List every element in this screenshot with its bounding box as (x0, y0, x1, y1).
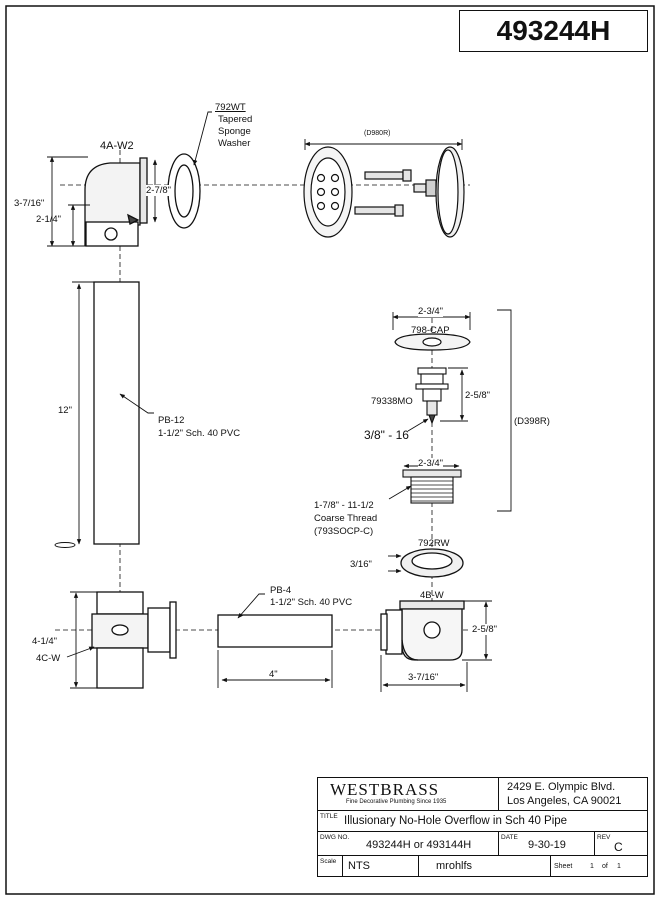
brand-tagline: Fine Decorative Plumbing Since 1935 (346, 799, 447, 805)
washer-desc-3: Washer (218, 138, 251, 149)
dwg-no-value: 493244H or 493144H (366, 839, 472, 851)
cap-code: 798-CAP (411, 325, 450, 336)
rubber-washer-code: 792RW (418, 538, 450, 549)
mo-79338 (415, 367, 449, 425)
shoe-dim-w: 3-7/16" (408, 672, 439, 683)
short-pipe-desc: 1-1/2" Sch. 40 PVC (270, 597, 353, 608)
date-value: 9-30-19 (528, 839, 566, 851)
drawn-by: mrohlfs (436, 860, 473, 872)
sheet-label: Sheet (554, 863, 573, 870)
pipe-desc: 1-1/2" Sch. 40 PVC (158, 428, 241, 439)
sheet-total: 1 (617, 863, 621, 870)
scale-label: Scale (320, 858, 337, 865)
pipe-pb-12 (54, 281, 140, 548)
washer-code: 792WT (215, 102, 246, 113)
mo-dim: 2-5/8" (465, 390, 491, 401)
drawing-number: 493244H (459, 10, 648, 52)
shoe-dim-h: 2-5/8" (472, 624, 498, 635)
address-line-1: 2429 E. Olympic Blvd. (507, 781, 616, 793)
rev-value: C (614, 840, 623, 854)
rubber-washer (400, 548, 464, 578)
pipe-dim: 12" (58, 405, 72, 416)
coupling-thread-1: 1-7/8" - 11-1/2 (314, 500, 374, 511)
drawing-title: Illusionary No-Hole Overflow in Sch 40 P… (344, 815, 568, 827)
of-label: of (602, 863, 608, 870)
elbow-dim-total: 3-7/16" (14, 198, 45, 209)
tee-code: 4C-W (36, 653, 61, 664)
date-label: DATE (501, 834, 518, 841)
mo-code: 79338MO (371, 396, 413, 407)
washer-dim: 2-7/8" (146, 185, 172, 196)
coupling-thread-2: Coarse Thread (314, 513, 378, 524)
tee-4c-w (91, 591, 177, 689)
address-line-2: Los Angeles, CA 90021 (507, 795, 622, 807)
mo-thread: 3/8" - 16 (364, 428, 409, 442)
elbow-4a-w2 (84, 157, 148, 247)
washer-leader (193, 111, 212, 166)
coupling (402, 463, 462, 504)
shoe-4b-w (380, 600, 465, 661)
cap-798 (392, 312, 471, 351)
scale-value: NTS (348, 860, 370, 872)
pipe-pb-4 (217, 614, 333, 648)
rev-label: REV (597, 834, 611, 841)
coupling-dim: 2-3/4" (418, 458, 444, 469)
sheet-number: 1 (590, 863, 594, 870)
elbow-dim-lower: 2-1/4" (36, 214, 62, 225)
sponge-washer (167, 153, 201, 229)
dwg-no-label: DWG NO. (320, 834, 350, 841)
short-pipe-dim: 4" (269, 669, 278, 680)
pipe-code: PB-12 (158, 415, 185, 426)
elbow-code: 4A-W2 (100, 140, 134, 152)
washer-desc-1: Tapered (218, 114, 253, 125)
cap-dim: 2-3/4" (418, 306, 444, 317)
washer-desc-2: Sponge (218, 126, 251, 137)
rubber-washer-dim: 3/16" (350, 559, 372, 570)
faceplate-assembly (303, 139, 465, 238)
group-bracket (497, 309, 512, 512)
faceplate-code: (D980R) (364, 130, 391, 137)
title-label: TITLE (320, 813, 338, 820)
shoe-code: 4B-W (420, 590, 444, 601)
coupling-code: (793SOCP-C) (314, 526, 374, 537)
sheet-border (5, 5, 655, 895)
group-code: (D398R) (514, 416, 550, 427)
title-block: WESTBRASS Fine Decorative Plumbing Since… (317, 777, 648, 877)
tee-dim: 4-1/4" (32, 636, 58, 647)
short-pipe-code: PB-4 (270, 585, 292, 596)
brand-logo: WESTBRASS (330, 780, 440, 799)
